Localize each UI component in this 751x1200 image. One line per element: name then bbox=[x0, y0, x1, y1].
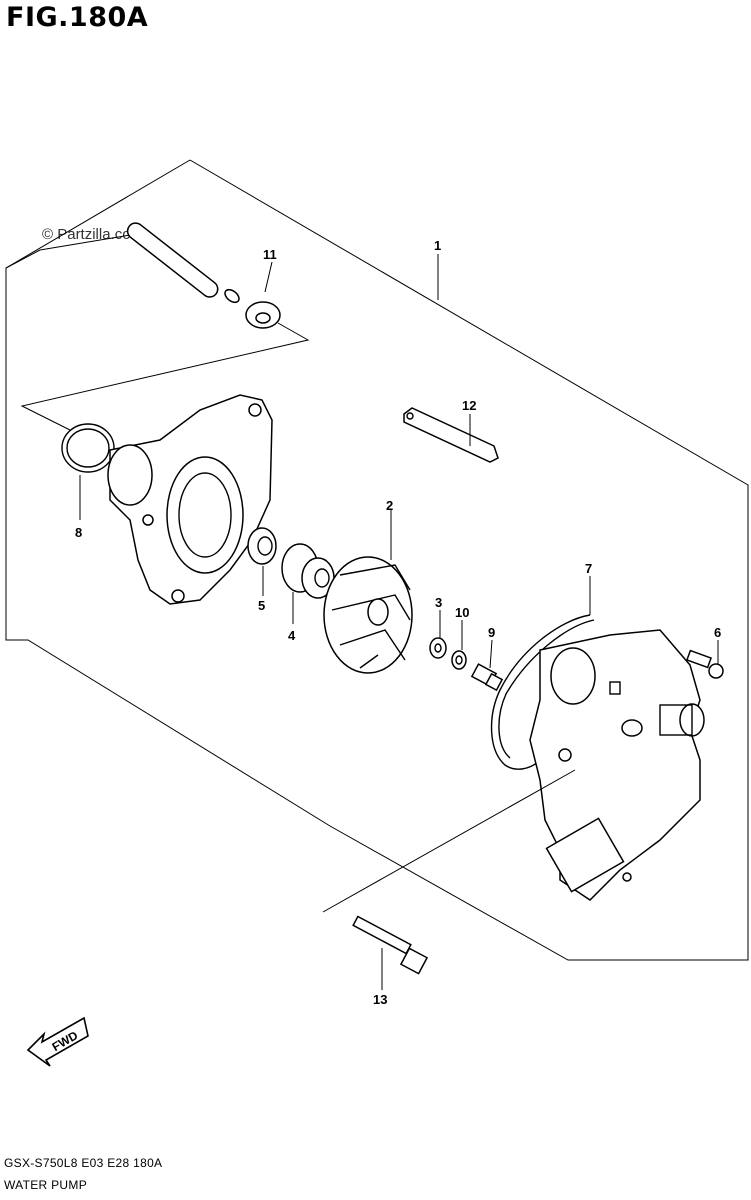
impeller-2 bbox=[323, 556, 413, 674]
hose-clamp-12 bbox=[403, 407, 499, 463]
bolt-13 bbox=[322, 769, 576, 975]
water-pump-body bbox=[529, 629, 705, 901]
o-ring-7 bbox=[490, 614, 595, 770]
washer-10 bbox=[451, 650, 467, 670]
callout-10: 10 bbox=[455, 605, 469, 620]
callout-8: 8 bbox=[75, 525, 82, 540]
callout-6: 6 bbox=[714, 625, 721, 640]
callout-3: 3 bbox=[435, 595, 442, 610]
callout-4: 4 bbox=[288, 628, 296, 643]
watermark: © Partzilla.com bbox=[42, 226, 144, 243]
bolt-6 bbox=[685, 649, 724, 679]
bolt-9 bbox=[470, 663, 504, 692]
fwd-arrow-icon: FWD bbox=[26, 1016, 89, 1067]
callout-12: 12 bbox=[462, 398, 476, 413]
oil-seal-5 bbox=[247, 527, 277, 565]
washer-3 bbox=[429, 637, 447, 659]
callout-13: 13 bbox=[373, 992, 387, 1007]
washer-11 bbox=[20, 301, 310, 431]
dowel-pin bbox=[126, 222, 240, 304]
mechanical-seal-4 bbox=[281, 543, 335, 599]
callout-2: 2 bbox=[386, 498, 393, 513]
leader-lines bbox=[79, 254, 719, 990]
callout-labels: 1 2 3 4 5 6 7 8 9 10 11 12 13 bbox=[75, 238, 721, 1007]
callout-1: 1 bbox=[434, 238, 441, 253]
callout-7: 7 bbox=[585, 561, 592, 576]
callout-9: 9 bbox=[488, 625, 495, 640]
pump-case-cover bbox=[107, 394, 273, 605]
diagram-caption: WATER PUMP bbox=[4, 1178, 87, 1192]
o-ring-8 bbox=[61, 423, 115, 473]
callout-5: 5 bbox=[258, 598, 265, 613]
callout-11: 11 bbox=[263, 247, 277, 262]
figure-title: FIG.180A bbox=[6, 2, 149, 33]
model-code: GSX-S750L8 E03 E28 180A bbox=[4, 1156, 163, 1170]
